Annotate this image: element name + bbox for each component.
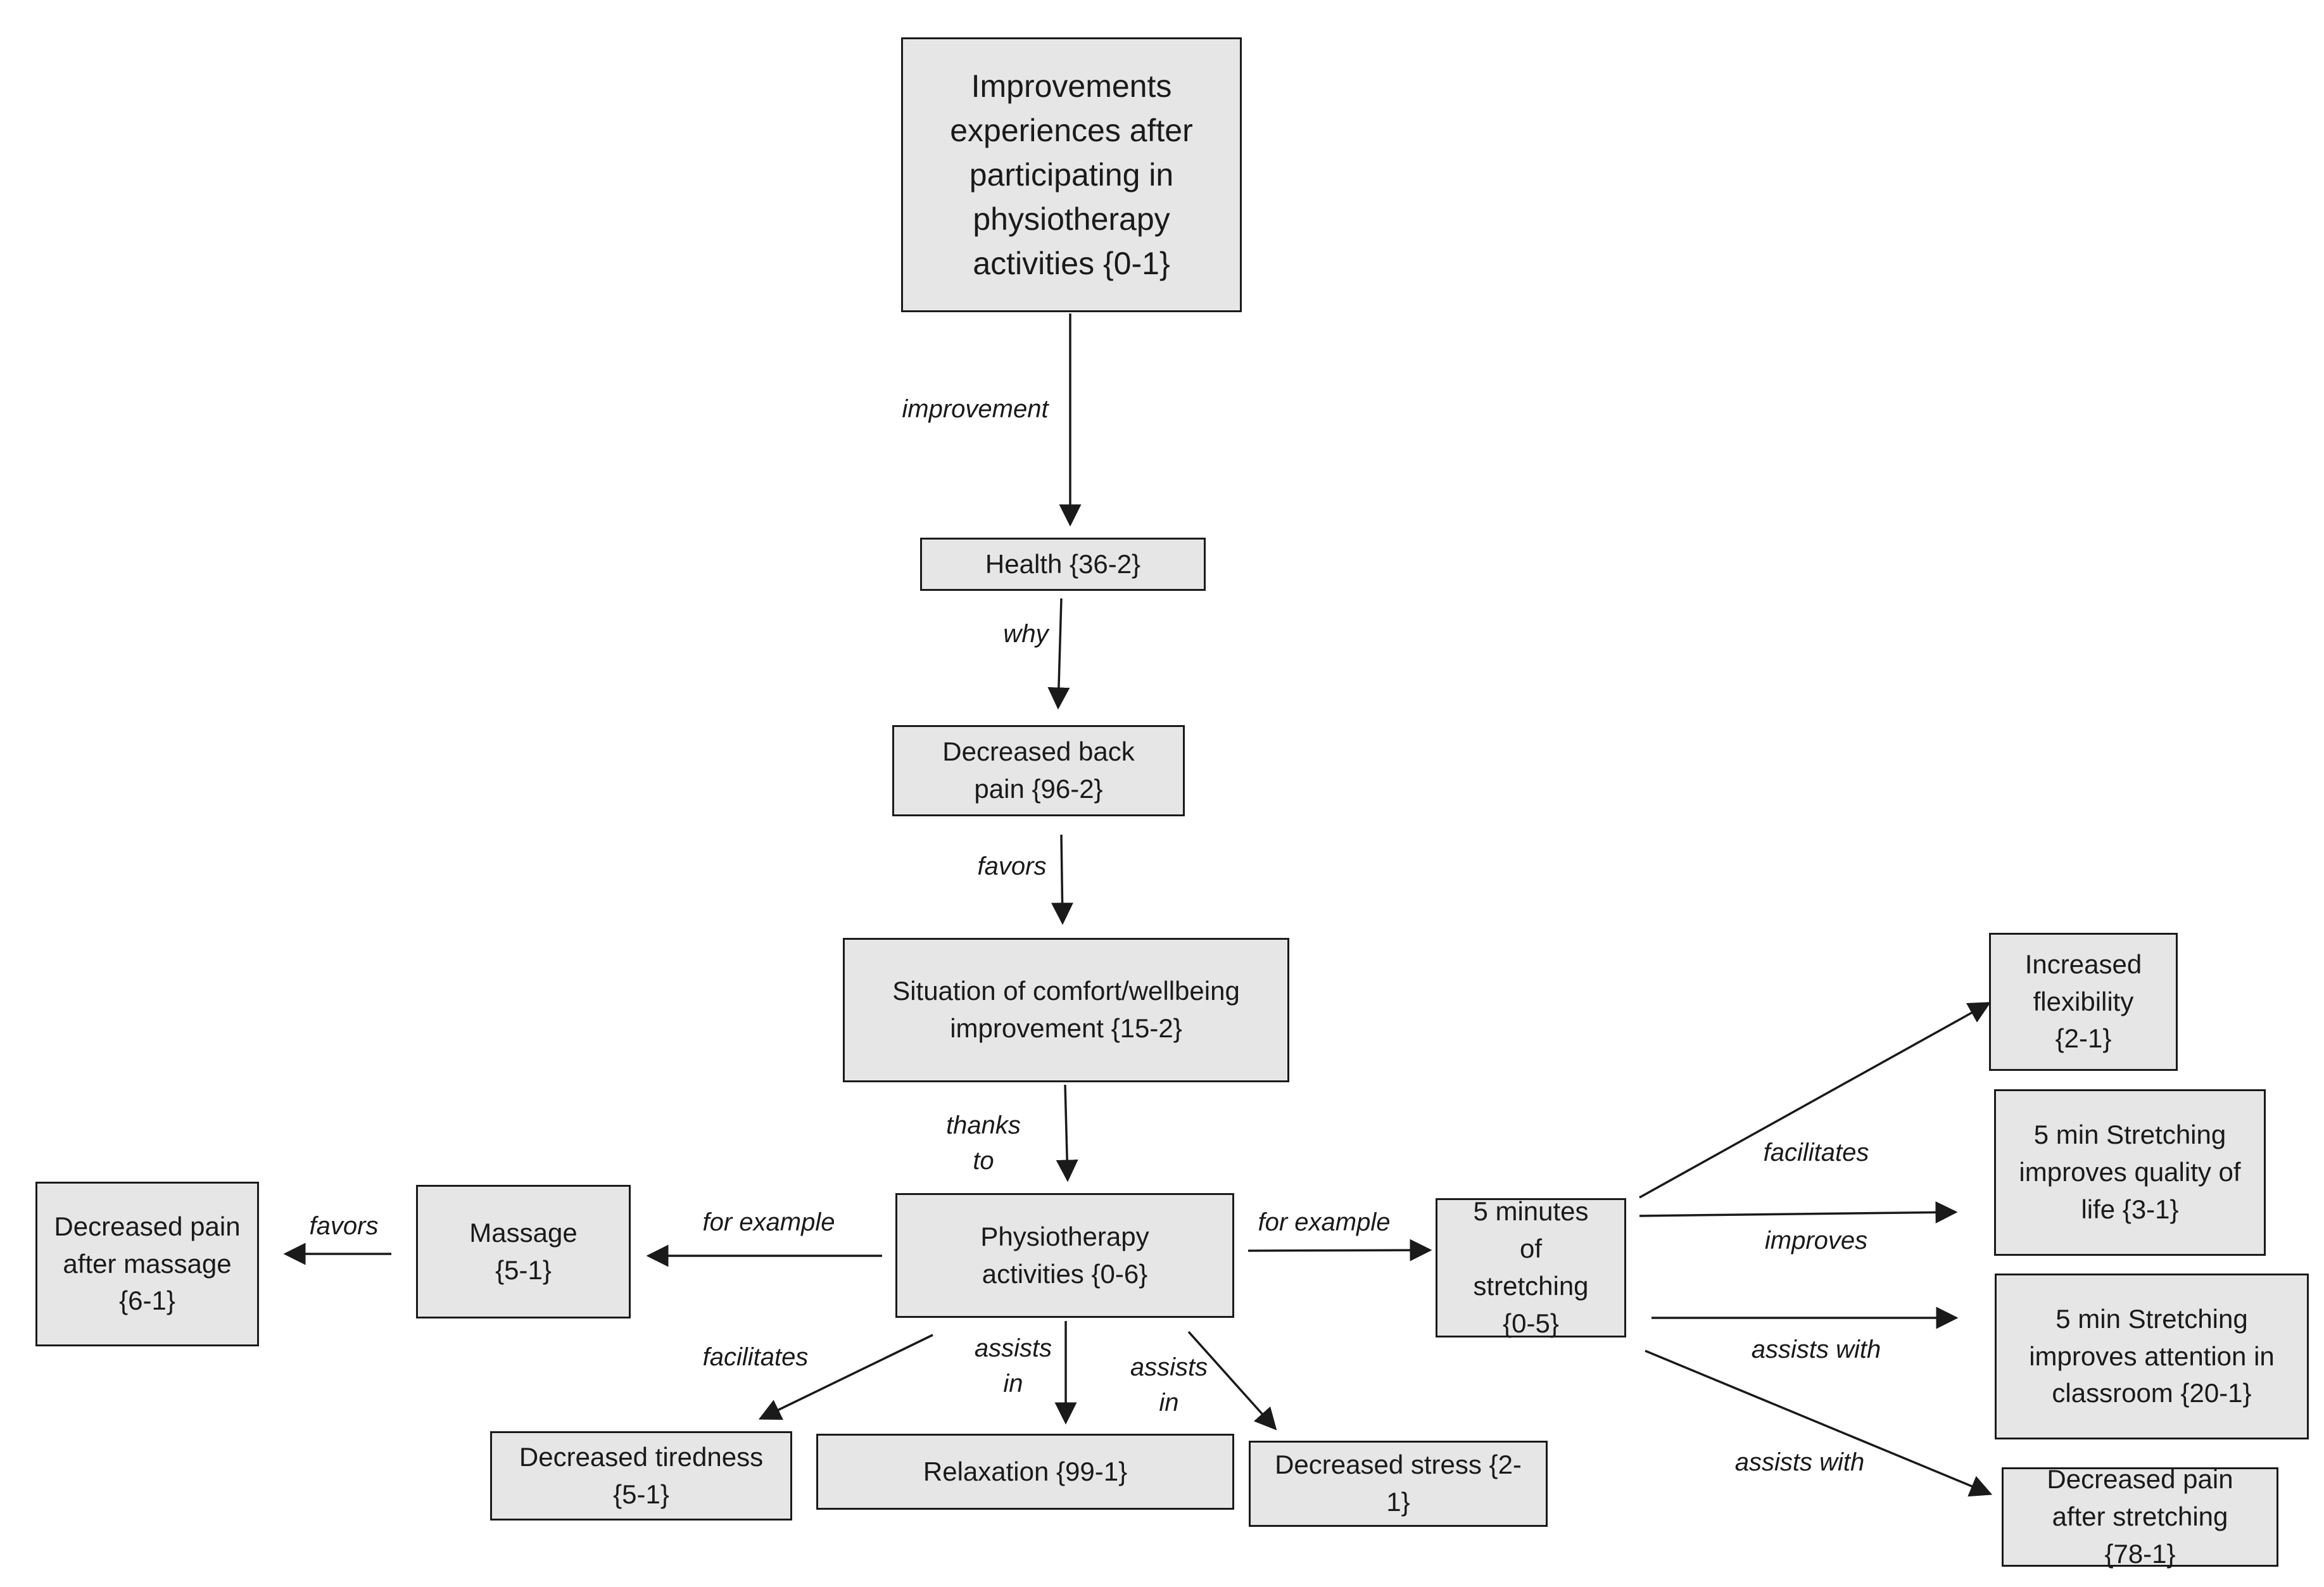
- label-improvement: improvement: [902, 395, 1049, 423]
- node-root: Improvements experiences after participa…: [901, 37, 1242, 312]
- node-tiredness: Decreased tiredness {5-1}: [490, 1431, 792, 1521]
- label-assists-with-attention: assists with: [1751, 1336, 1881, 1363]
- label-why: why: [1003, 620, 1049, 648]
- node-comfort: Situation of comfort/wellbeing improveme…: [843, 938, 1289, 1082]
- edge-physio-tiredness: [758, 1334, 933, 1420]
- label-favors-massage: favors: [309, 1212, 379, 1240]
- node-back-pain-label: Decreased back pain {96-2}: [942, 737, 1135, 804]
- edge-physio-stretching: [1247, 1239, 1432, 1261]
- node-stretching: 5 minutes of stretching {0-5}: [1436, 1196, 1626, 1338]
- node-back-pain: Decreased back pain {96-2}: [892, 725, 1185, 816]
- node-flexibility-label: Increased flexibility {2-1}: [2024, 949, 2142, 1054]
- edge-stretch-flex: [1639, 1002, 1992, 1199]
- label-thanks-to: thanks to: [946, 1111, 1021, 1175]
- node-tiredness-label: Decreased tiredness {5-1}: [519, 1441, 764, 1509]
- label-assists-in-relaxation: assists in: [974, 1334, 1052, 1398]
- label-improves: improves: [1764, 1227, 1868, 1255]
- edge-stretch-pain: [1645, 1350, 1993, 1497]
- node-massage-label: Massage {5-1}: [469, 1217, 578, 1285]
- node-physio-label: Physiotherapy activities {0-6}: [980, 1221, 1149, 1289]
- node-attention-label: 5 min Stretching improves attention in c…: [2029, 1303, 2275, 1408]
- node-root-label: Improvements experiences after participa…: [950, 68, 1193, 281]
- edge-comfort-physio: [1056, 1084, 1078, 1182]
- node-stress-label: Decreased stress {2-1}: [1275, 1450, 1522, 1517]
- node-relaxation: Relaxation {99-1}: [816, 1434, 1234, 1510]
- edge-health-back: [1047, 598, 1070, 710]
- node-stretch-pain-label: Decreased pain after stretching {78-1}: [2047, 1464, 2233, 1569]
- edge-back-comfort: [1051, 834, 1074, 925]
- node-massage-pain: Decreased pain after massage {6-1}: [35, 1182, 259, 1346]
- label-assists-with-pain: assists with: [1734, 1448, 1865, 1476]
- label-for-example-left: for example: [702, 1208, 835, 1236]
- node-massage-pain-label: Decreased pain after massage {6-1}: [54, 1211, 241, 1316]
- label-facilitates-tiredness: facilitates: [702, 1343, 809, 1371]
- node-quality-life-label: 5 min Stretching improves quality of lif…: [2019, 1120, 2241, 1224]
- node-stress: Decreased stress {2-1}: [1249, 1441, 1548, 1527]
- node-comfort-label: Situation of comfort/wellbeing improveme…: [892, 976, 1240, 1043]
- node-physio: Physiotherapy activities {0-6}: [895, 1193, 1234, 1318]
- label-for-example-right: for example: [1258, 1208, 1391, 1236]
- node-massage: Massage {5-1}: [416, 1185, 631, 1318]
- node-health-label: Health {36-2}: [985, 548, 1141, 579]
- node-attention: 5 min Stretching improves attention in c…: [1995, 1274, 2309, 1439]
- edge-physio-stress: [1187, 1331, 1277, 1431]
- node-stretching-label: 5 minutes of stretching {0-5}: [1473, 1196, 1589, 1338]
- node-stretch-pain: Decreased pain after stretching {78-1}: [2002, 1464, 2278, 1569]
- node-flexibility: Increased flexibility {2-1}: [1989, 933, 2178, 1071]
- label-facilitates-flex: facilitates: [1763, 1139, 1869, 1167]
- edge-stretch-quality: [1639, 1201, 1958, 1223]
- node-health: Health {36-2}: [920, 538, 1206, 591]
- node-relaxation-label: Relaxation {99-1}: [923, 1456, 1128, 1486]
- label-favors-comfort: favors: [977, 852, 1047, 880]
- label-assists-in-stress: assists in: [1130, 1353, 1208, 1417]
- node-quality-life: 5 min Stretching improves quality of lif…: [1994, 1089, 2266, 1256]
